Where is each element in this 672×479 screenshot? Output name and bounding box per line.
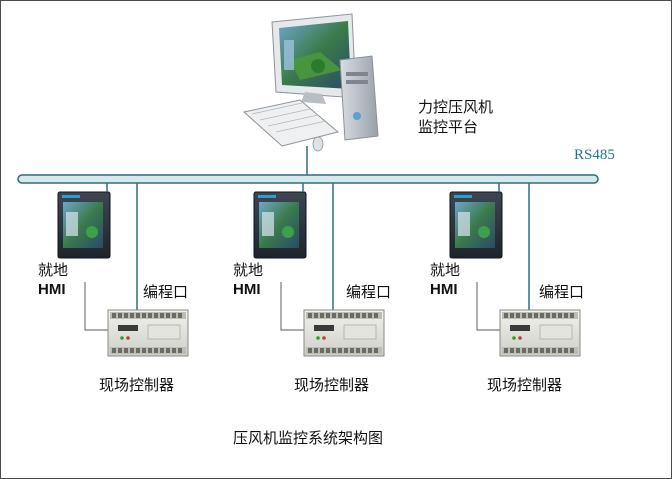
station-1 (57, 183, 189, 357)
hmi-plc-link (280, 282, 304, 331)
station-1-hmi-label-line1: 就地 (38, 261, 69, 279)
hmi-plc-link (476, 282, 500, 331)
station-2-prog-port-label: 编程口 (346, 283, 392, 301)
hmi-panel-icon (253, 191, 307, 259)
plc-controller-icon (107, 309, 189, 357)
workstation-icon (242, 13, 379, 152)
hmi-panel-icon (449, 191, 503, 259)
plc-controller-icon (499, 309, 581, 357)
station-2-hmi-label-line2: HMI (233, 281, 261, 298)
station-1-prog-port-label: 编程口 (143, 283, 189, 301)
hmi-plc-link (84, 282, 108, 331)
station-3 (449, 183, 581, 357)
station-2 (253, 183, 385, 357)
plc-controller-icon (303, 309, 385, 357)
station-1-hmi-label-line2: HMI (38, 281, 66, 298)
station-3-hmi-label-line1: 就地 (430, 261, 461, 279)
diagram-caption: 压风机监控系统架构图 (233, 429, 384, 447)
station-1-controller-label: 现场控制器 (99, 376, 175, 394)
station-3-hmi-label-line2: HMI (430, 281, 458, 298)
bus-label: RS485 (574, 147, 615, 163)
platform-label-line1: 力控压风机 (418, 98, 494, 116)
stations-layer (57, 183, 581, 357)
hmi-panel-icon (57, 191, 111, 259)
rs485-bus (17, 174, 599, 184)
station-2-hmi-label-line1: 就地 (233, 261, 264, 279)
station-2-controller-label: 现场控制器 (294, 376, 370, 394)
station-3-prog-port-label: 编程口 (539, 283, 585, 301)
station-3-controller-label: 现场控制器 (487, 376, 563, 394)
platform-label-line2: 监控平台 (418, 118, 479, 136)
